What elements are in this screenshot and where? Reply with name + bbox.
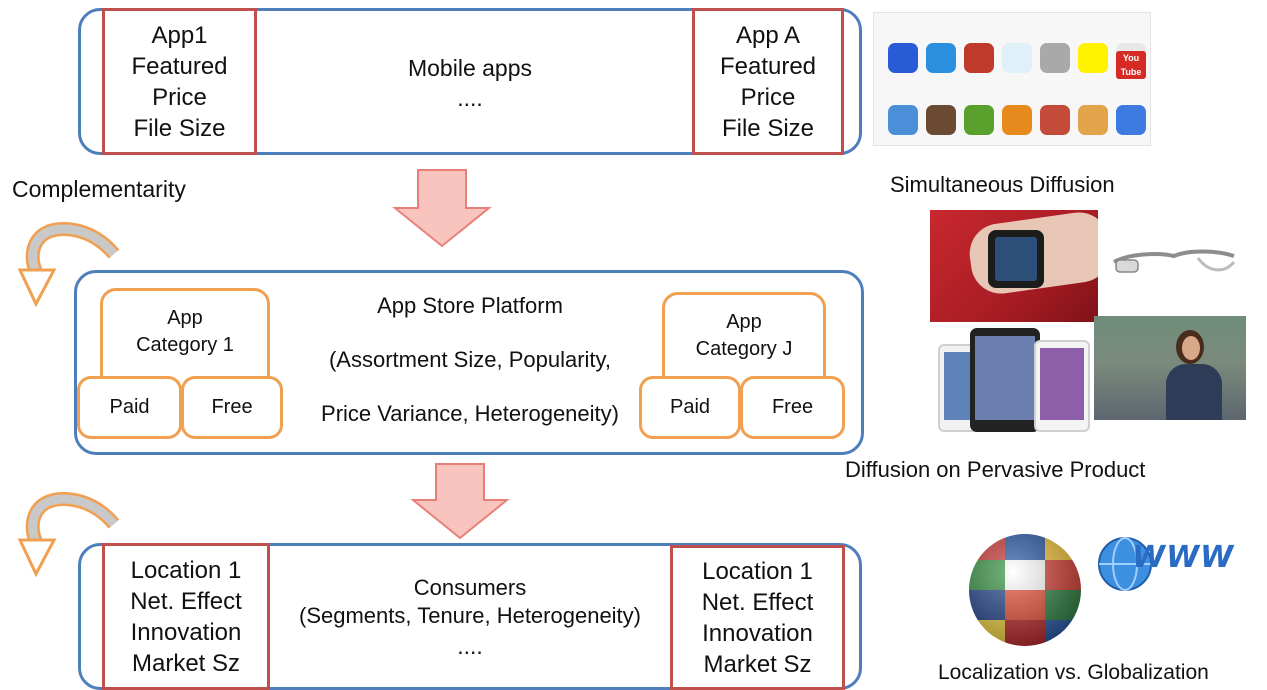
- location-1-left-box: Location 1 Net. Effect Innovation Market…: [102, 543, 270, 690]
- location-left-market-size: Market Sz: [131, 649, 241, 677]
- app1-file-size: File Size: [133, 114, 226, 142]
- cat-app-icon: [1002, 43, 1032, 73]
- app1-price: Price: [152, 83, 207, 111]
- youtube-app-icon: You Tube: [1116, 43, 1146, 79]
- app-category-j-line1: App: [726, 311, 762, 333]
- complementarity-label: Complementarity: [12, 176, 186, 202]
- location-left-name: Location 1: [130, 556, 242, 584]
- category-1-paid: Paid: [77, 376, 182, 439]
- platform-title: App Store Platform: [377, 293, 563, 318]
- tablet-center-icon: [970, 328, 1040, 432]
- person-body: [1166, 364, 1222, 420]
- watch-face-icon: [988, 230, 1044, 288]
- woman-with-phone-photo: [1094, 316, 1246, 420]
- platform-attributes-line2: Price Variance, Heterogeneity): [321, 401, 619, 426]
- youtube-text: You Tube: [1116, 51, 1146, 79]
- orange-game-app-icon: [1002, 105, 1032, 135]
- appa-file-size: File Size: [721, 114, 815, 142]
- tablets-photo: [930, 322, 1090, 434]
- grid-game-app-icon: [1040, 43, 1070, 73]
- app1-featured: Featured: [131, 52, 228, 80]
- shop-app-icon: [1040, 105, 1070, 135]
- consumers-attributes: (Segments, Tenure, Heterogeneity): [299, 603, 641, 628]
- down-arrow-1: [392, 169, 492, 248]
- location-right-market-size: Market Sz: [703, 650, 812, 678]
- number-six-app-icon: [926, 43, 956, 73]
- appa-box: App A Featured Price File Size: [692, 8, 844, 155]
- red-game-app-icon: [964, 43, 994, 73]
- location-left-innovation: Innovation: [130, 618, 242, 646]
- app-store-screenshot: You Tube: [873, 12, 1151, 146]
- mobile-apps-title: Mobile apps: [407, 55, 533, 81]
- category-1-free: Free: [181, 376, 283, 439]
- www-text: WWW: [1132, 540, 1235, 575]
- watch-screen: [995, 237, 1037, 281]
- location-right-name: Location 1: [702, 557, 813, 585]
- person-face: [1182, 336, 1200, 360]
- mobile-apps-dots: ....: [457, 85, 483, 111]
- app-category-1-line1: App: [167, 307, 203, 329]
- app1-box: App1 Featured Price File Size: [102, 8, 257, 155]
- consumers-title: Consumers: [413, 575, 527, 600]
- appa-name: App A: [735, 21, 801, 49]
- simultaneous-diffusion-label: Simultaneous Diffusion: [890, 172, 1115, 197]
- golf-app-icon: [964, 105, 994, 135]
- music-app-icon: [1116, 105, 1146, 135]
- snapchat-app-icon: [1078, 43, 1108, 73]
- curved-arrow-icon-2: [17, 491, 120, 578]
- appa-featured: Featured: [719, 52, 817, 80]
- location-left-net-effect: Net. Effect: [130, 587, 242, 615]
- consumers-dots: ....: [457, 633, 483, 659]
- category-j-paid: Paid: [639, 376, 741, 439]
- curved-arrow-icon-1: [17, 221, 120, 308]
- www-globe-icon: [1098, 537, 1152, 591]
- platform-attributes-line1: (Assortment Size, Popularity,: [328, 347, 612, 372]
- flag-globe-icon: [969, 534, 1081, 646]
- down-arrow-2: [410, 463, 510, 540]
- tuxedo-app-icon: [888, 105, 918, 135]
- smartwatch-photo: [930, 210, 1098, 322]
- pervasive-product-label: Diffusion on Pervasive Product: [845, 457, 1146, 482]
- category-j-free: Free: [740, 376, 845, 439]
- location-right-net-effect: Net. Effect: [701, 588, 814, 616]
- app1-name: App1: [151, 21, 208, 49]
- localization-globalization-label: Localization vs. Globalization: [938, 661, 1209, 684]
- location-1-right-box: Location 1 Net. Effect Innovation Market…: [670, 545, 845, 690]
- sonic-app-icon: [888, 43, 918, 73]
- location-right-innovation: Innovation: [702, 619, 813, 647]
- tablet-right-icon: [1034, 340, 1090, 432]
- app-category-1-line2: Category 1: [136, 334, 234, 356]
- instagram-app-icon: [926, 105, 956, 135]
- smart-glasses-icon: [1113, 249, 1236, 273]
- app-category-j-line2: Category J: [695, 338, 793, 360]
- girl-game-app-icon: [1078, 105, 1108, 135]
- appa-price: Price: [740, 83, 796, 111]
